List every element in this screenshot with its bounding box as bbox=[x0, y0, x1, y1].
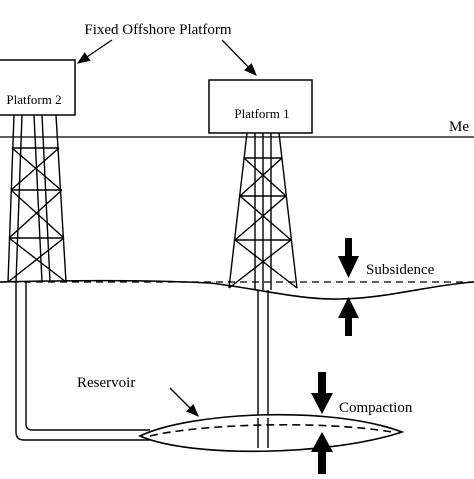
compaction-down-arrow bbox=[311, 372, 333, 414]
title-leader-left bbox=[76, 39, 113, 64]
compaction-label: Compaction bbox=[339, 400, 413, 416]
platform-1-deck bbox=[208, 79, 313, 134]
reservoir-label: Reservoir bbox=[77, 375, 135, 391]
title-label: Fixed Offshore Platform bbox=[84, 22, 232, 38]
platform-1-label: Platform 1 bbox=[234, 106, 289, 121]
well-platform-2 bbox=[15, 282, 150, 441]
platform-1-jacket bbox=[228, 132, 298, 290]
subsidence-down-arrow bbox=[338, 238, 359, 278]
subsidence-up-arrow bbox=[338, 297, 359, 336]
platform-2-deck bbox=[0, 59, 76, 116]
reservoir-leader bbox=[169, 387, 199, 417]
title-leader-right bbox=[221, 39, 257, 76]
platform-2-jacket bbox=[7, 114, 67, 283]
compaction-up-arrow bbox=[311, 432, 333, 476]
reservoir-lens bbox=[138, 413, 405, 453]
subsidence-label: Subsidence bbox=[366, 262, 435, 278]
reservoir-compaction-curve bbox=[149, 423, 393, 437]
subsided-seabed-curve bbox=[0, 279, 474, 300]
sea-level-label: Me bbox=[449, 119, 469, 135]
platform-2-label: Platform 2 bbox=[6, 92, 61, 107]
well-platform-2-inner bbox=[25, 282, 150, 431]
